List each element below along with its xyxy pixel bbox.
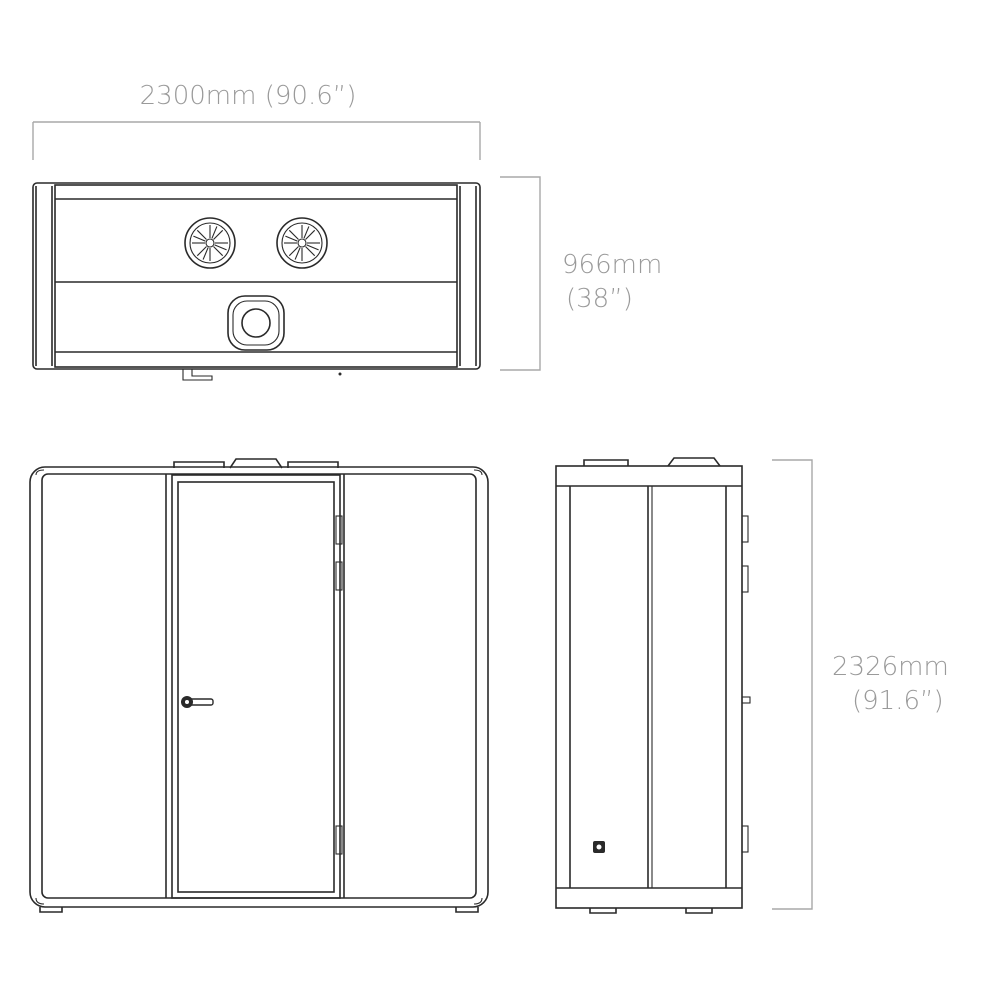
hinge bbox=[335, 515, 343, 545]
top-view-handle-detail bbox=[182, 369, 213, 381]
front-inner-frame bbox=[41, 473, 477, 899]
depth-dimension-line bbox=[500, 176, 541, 371]
height-dimension-line bbox=[772, 459, 813, 910]
top-view-corner-posts bbox=[35, 186, 477, 366]
foot bbox=[39, 907, 63, 913]
top-view bbox=[32, 182, 481, 381]
foot bbox=[589, 908, 617, 914]
hinge bbox=[741, 565, 749, 593]
ceiling-light-icon bbox=[227, 295, 285, 351]
door bbox=[171, 474, 341, 899]
width-dimension: 2300mm (90.6”) bbox=[32, 81, 481, 160]
power-socket-icon bbox=[593, 841, 605, 853]
height-dimension: 2326mm (91.6”) bbox=[772, 459, 949, 910]
fan-icon bbox=[184, 217, 236, 269]
fan-icon bbox=[276, 217, 328, 269]
hinge bbox=[741, 825, 749, 853]
side-outer-frame bbox=[555, 465, 743, 909]
roof-vent bbox=[287, 461, 339, 468]
roof-light-housing bbox=[667, 457, 721, 467]
width-dimension-line bbox=[32, 121, 481, 160]
roof-vent bbox=[173, 461, 225, 468]
hinge bbox=[335, 561, 343, 591]
width-label: 2300mm (90.6”) bbox=[140, 81, 357, 111]
top-view-roof-panel bbox=[54, 184, 458, 368]
height-label-in: (91.6”) bbox=[852, 686, 944, 716]
front-view bbox=[29, 458, 489, 913]
side-view bbox=[555, 457, 751, 914]
side-latch bbox=[741, 696, 751, 704]
door-handle-icon bbox=[181, 696, 214, 708]
hinge bbox=[335, 825, 343, 855]
foot bbox=[685, 908, 713, 914]
height-label-mm: 2326mm bbox=[832, 652, 949, 682]
roof-light-housing bbox=[229, 458, 283, 469]
depth-dimension: 966mm (38”) bbox=[500, 176, 662, 371]
hinge bbox=[741, 515, 749, 543]
front-outer-frame bbox=[29, 466, 489, 908]
depth-label-mm: 966mm bbox=[562, 250, 662, 280]
roof-vent bbox=[583, 459, 629, 466]
depth-label-in: (38”) bbox=[566, 284, 633, 314]
top-view-outline bbox=[32, 182, 481, 370]
door-glass bbox=[177, 481, 335, 893]
foot bbox=[455, 907, 479, 913]
